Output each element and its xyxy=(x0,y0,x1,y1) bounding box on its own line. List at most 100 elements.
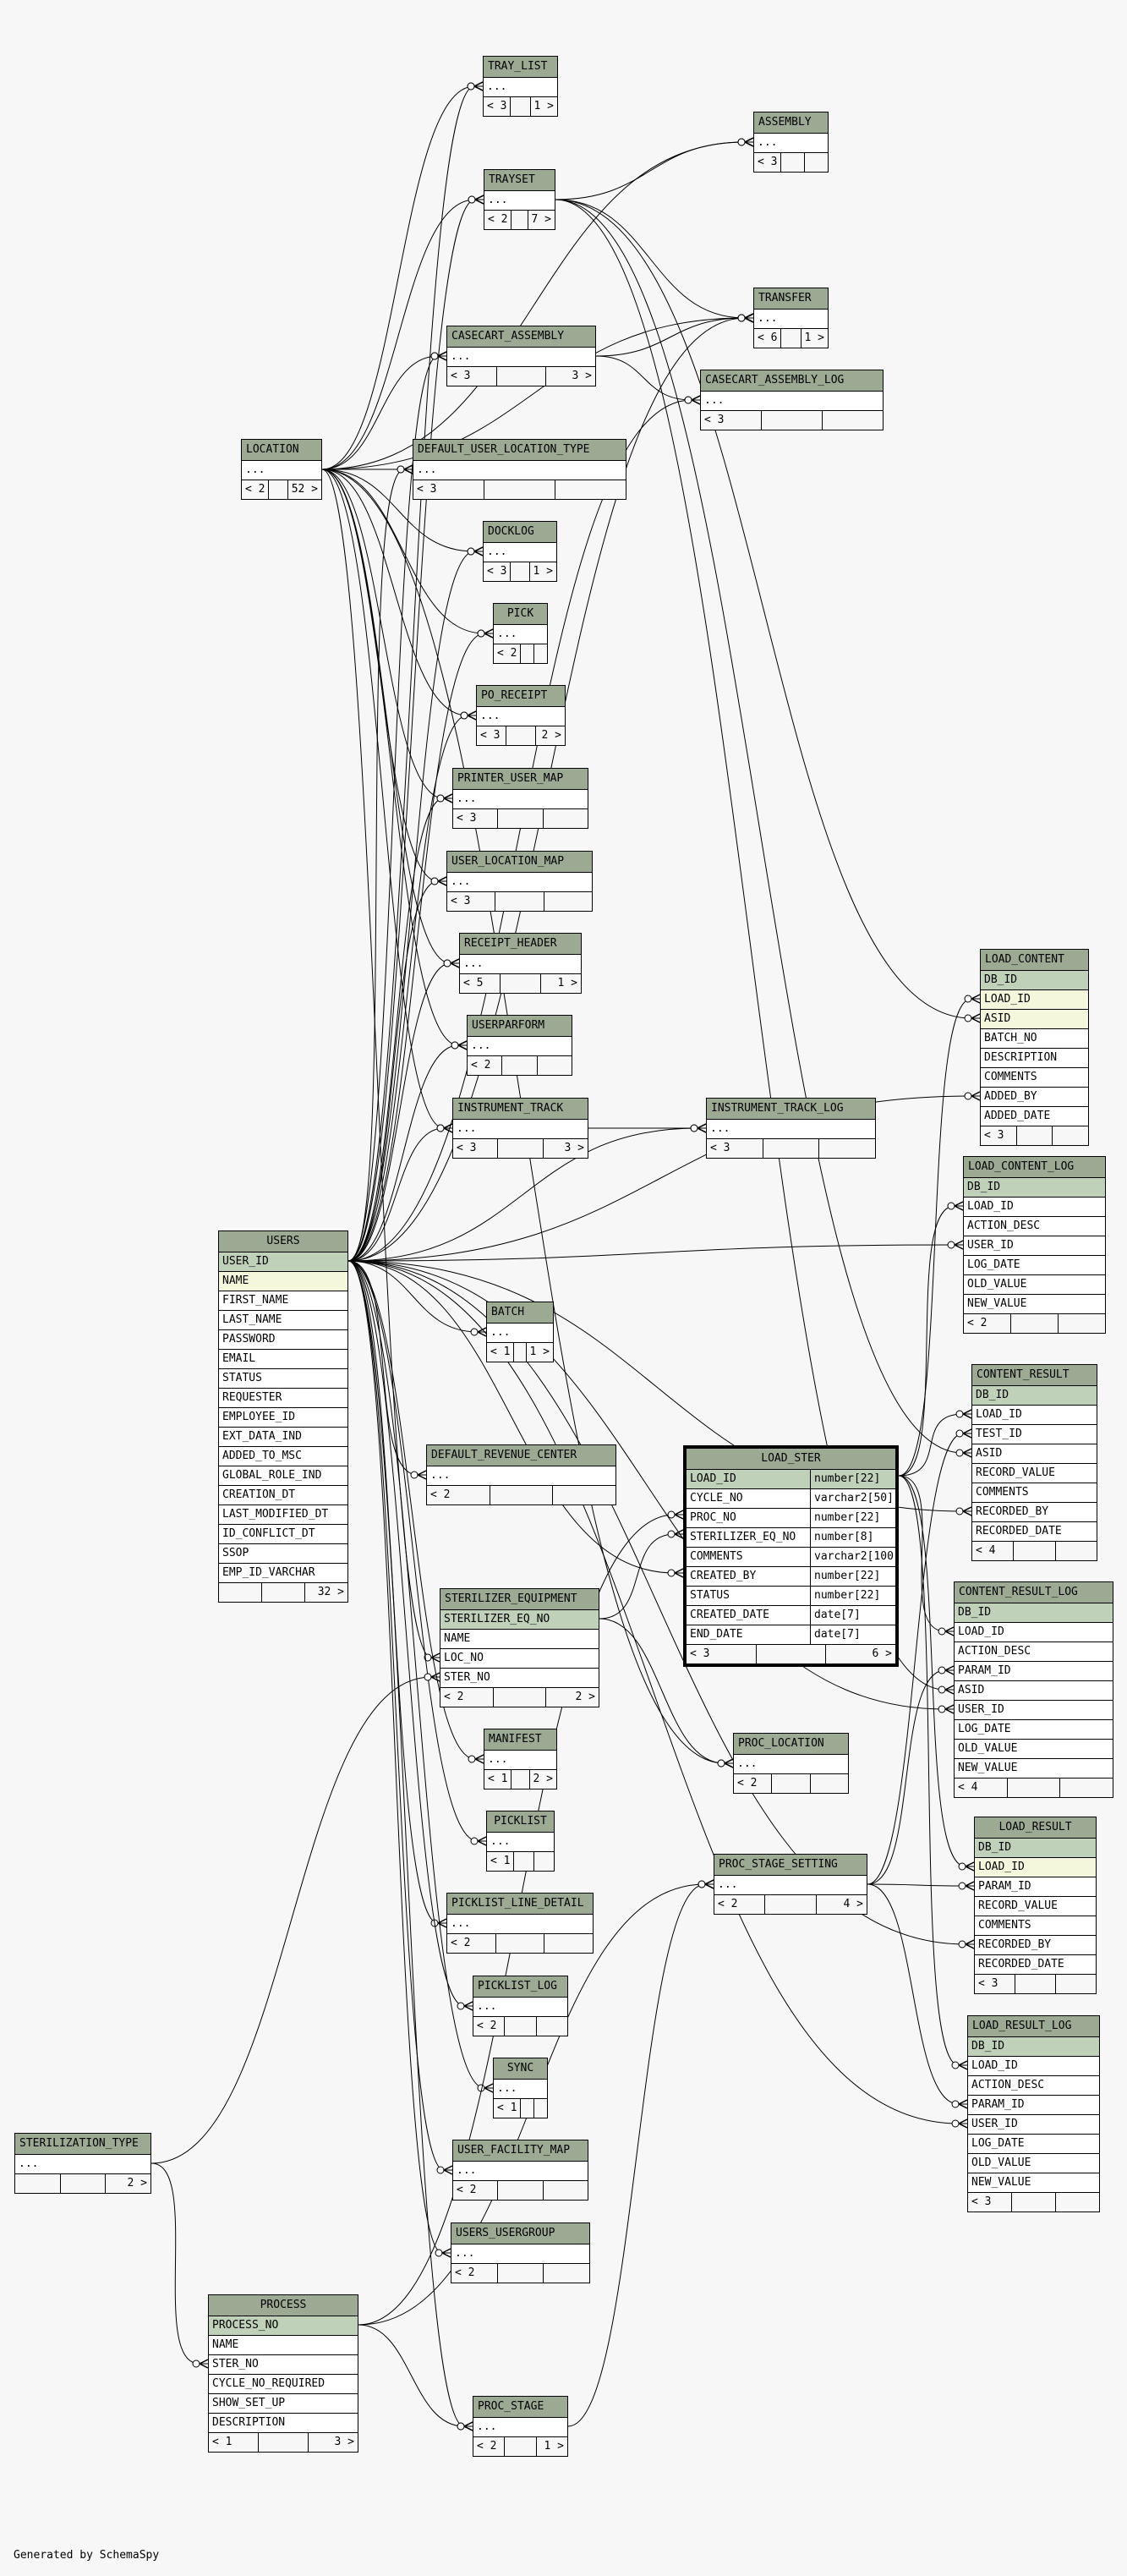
column-name[interactable]: NAME xyxy=(219,1272,347,1291)
column-ssop[interactable]: SSOP xyxy=(219,1544,347,1564)
children-link[interactable]: 4 > xyxy=(815,1895,867,1914)
collapsed-columns[interactable]: ... xyxy=(473,2418,567,2437)
table-name[interactable]: USERS_USERGROUP xyxy=(451,2223,589,2244)
table-sterilization-type[interactable]: STERILIZATION_TYPE...2 > xyxy=(14,2133,151,2194)
column-record-value[interactable]: RECORD_VALUE xyxy=(972,1464,1097,1483)
table-picklist[interactable]: PICKLIST... < 1 xyxy=(486,1811,555,1872)
table-name[interactable]: PICKLIST xyxy=(487,1811,554,1833)
column-description[interactable]: DESCRIPTION xyxy=(209,2414,358,2433)
parents-link[interactable] xyxy=(15,2174,60,2193)
parents-link[interactable]: < 2 xyxy=(477,2020,497,2032)
table-name[interactable]: PROC_LOCATION xyxy=(734,1734,848,1755)
column-loc-no[interactable]: LOC_NO xyxy=(440,1649,599,1669)
table-instrument-track-log[interactable]: INSTRUMENT_TRACK_LOG...< 3 xyxy=(706,1098,876,1159)
children-link[interactable]: 2 > xyxy=(545,1688,599,1707)
children-link[interactable] xyxy=(542,2181,588,2200)
collapsed-columns[interactable]: ... xyxy=(484,1751,556,1770)
parents-link[interactable]: < 2 xyxy=(718,1898,738,1910)
children-link[interactable] xyxy=(1052,1126,1088,1145)
children-link[interactable]: 1 > xyxy=(540,974,581,993)
children-link[interactable]: 7 > xyxy=(527,211,555,229)
parents-link[interactable]: < 1 xyxy=(490,1855,511,1867)
table-name[interactable]: CASECART_ASSEMBLY xyxy=(447,326,595,348)
column-sterilizer-eq-no[interactable]: STERILIZER_EQ_NO xyxy=(440,1610,599,1630)
collapsed-columns[interactable]: ... xyxy=(754,310,828,329)
parents-link[interactable]: < 4 xyxy=(958,1781,978,1794)
column-db-id[interactable]: DB_ID xyxy=(981,971,1088,990)
column-id-conflict-dt[interactable]: ID_CONFLICT_DT xyxy=(219,1525,347,1544)
column-name[interactable]: NAME xyxy=(209,2336,358,2355)
column-ext-data-ind[interactable]: EXT_DATA_IND xyxy=(219,1428,347,1447)
children-link[interactable]: 1 > xyxy=(528,562,556,581)
collapsed-columns[interactable]: ... xyxy=(487,1833,554,1852)
children-link[interactable]: 2 > xyxy=(535,726,565,745)
column-load-id[interactable]: LOAD_ID xyxy=(955,1623,1113,1642)
children-link[interactable] xyxy=(822,411,883,430)
column-new-value[interactable]: NEW_VALUE xyxy=(968,2173,1099,2193)
table-name[interactable]: USER_FACILITY_MAP xyxy=(453,2140,588,2162)
table-name[interactable]: LOAD_STER xyxy=(687,1449,895,1470)
column-batch-no[interactable]: BATCH_NO xyxy=(981,1029,1088,1049)
children-link[interactable]: 3 > xyxy=(542,1139,588,1158)
column-old-value[interactable]: OLD_VALUE xyxy=(964,1275,1105,1295)
collapsed-columns[interactable]: ... xyxy=(494,2080,547,2099)
table-name[interactable]: LOCATION xyxy=(242,440,321,461)
collapsed-columns[interactable]: ... xyxy=(451,2244,589,2264)
table-name[interactable]: TRAY_LIST xyxy=(484,57,557,78)
column-added-to-msc[interactable]: ADDED_TO_MSC xyxy=(219,1447,347,1466)
column-asid[interactable]: ASID xyxy=(972,1444,1097,1464)
table-userparform[interactable]: USERPARFORM...< 2 xyxy=(467,1015,572,1076)
children-link[interactable]: 2 > xyxy=(105,2174,150,2193)
column-recorded-date[interactable]: RECORDED_DATE xyxy=(975,1955,1096,1975)
column-log-date[interactable]: LOG_DATE xyxy=(964,1256,1105,1275)
collapsed-columns[interactable]: ... xyxy=(242,461,321,480)
column-user-id[interactable]: USER_ID xyxy=(968,2115,1099,2135)
table-name[interactable]: LOAD_RESULT_LOG xyxy=(968,2016,1099,2037)
collapsed-columns[interactable]: ... xyxy=(460,955,581,974)
parents-link[interactable]: < 2 xyxy=(737,1777,758,1789)
parents-link[interactable]: < 3 xyxy=(487,100,507,112)
collapsed-columns[interactable]: ... xyxy=(714,1876,867,1895)
children-link[interactable] xyxy=(1058,1314,1105,1333)
collapsed-columns[interactable]: ... xyxy=(427,1466,615,1486)
parents-link[interactable]: < 3 xyxy=(710,1142,730,1154)
children-link[interactable] xyxy=(533,1852,554,1871)
column-new-value[interactable]: NEW_VALUE xyxy=(955,1759,1113,1779)
column-param-id[interactable]: PARAM_ID xyxy=(975,1877,1096,1897)
parents-link[interactable]: < 1 xyxy=(490,1346,511,1358)
parents-link[interactable] xyxy=(219,1583,261,1602)
children-link[interactable] xyxy=(1059,1779,1113,1797)
table-name[interactable]: CASECART_ASSEMBLY_LOG xyxy=(701,370,883,392)
children-link[interactable]: 1 > xyxy=(800,329,828,348)
column-record-value[interactable]: RECORD_VALUE xyxy=(975,1897,1096,1916)
table-name[interactable]: MANIFEST xyxy=(484,1729,556,1751)
column-requester[interactable]: REQUESTER xyxy=(219,1389,347,1408)
column-global-role-ind[interactable]: GLOBAL_ROLE_IND xyxy=(219,1466,347,1486)
parents-link[interactable]: < 2 xyxy=(967,1317,987,1329)
column-action-desc[interactable]: ACTION_DESC xyxy=(968,2076,1099,2096)
column-process-no[interactable]: PROCESS_NO xyxy=(209,2316,358,2336)
column-param-id[interactable]: PARAM_ID xyxy=(955,1662,1113,1681)
children-link[interactable]: 3 > xyxy=(308,2433,358,2452)
column-old-value[interactable]: OLD_VALUE xyxy=(968,2154,1099,2173)
table-picklist-log[interactable]: PICKLIST_LOG...< 2 xyxy=(473,1976,568,2036)
children-link[interactable] xyxy=(1054,1542,1097,1560)
children-link[interactable] xyxy=(804,153,828,172)
column-added-by[interactable]: ADDED_BY xyxy=(981,1088,1088,1107)
table-name[interactable]: PROC_STAGE_SETTING xyxy=(714,1855,867,1876)
collapsed-columns[interactable]: ... xyxy=(707,1120,875,1139)
